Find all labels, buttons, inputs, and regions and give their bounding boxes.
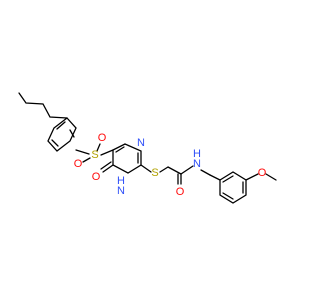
methoxy-oxygen: O bbox=[258, 167, 267, 179]
amide-nitrogen: N bbox=[193, 158, 201, 170]
amide-oxygen: O bbox=[176, 186, 185, 198]
ring-nh-hydrogen: H bbox=[117, 175, 125, 187]
molecule-structure: S O O O H N N S O N H O bbox=[18, 92, 277, 204]
molecule-diagram: S O O O H N N S O N H O bbox=[18, 92, 277, 204]
pyrimidine-nitrogen: N bbox=[137, 137, 145, 149]
ring-nh-nitrogen: N bbox=[117, 185, 125, 197]
sulfonyl-sulfur: S bbox=[91, 149, 98, 161]
sulfonyl-oxygen-left: O bbox=[74, 158, 83, 170]
bond-lines bbox=[18, 92, 277, 204]
amide-hydrogen: H bbox=[193, 148, 201, 160]
thioether-sulfur: S bbox=[151, 167, 158, 179]
sulfonyl-oxygen-top: O bbox=[98, 132, 107, 144]
ring-carbonyl-oxygen: O bbox=[92, 171, 101, 183]
